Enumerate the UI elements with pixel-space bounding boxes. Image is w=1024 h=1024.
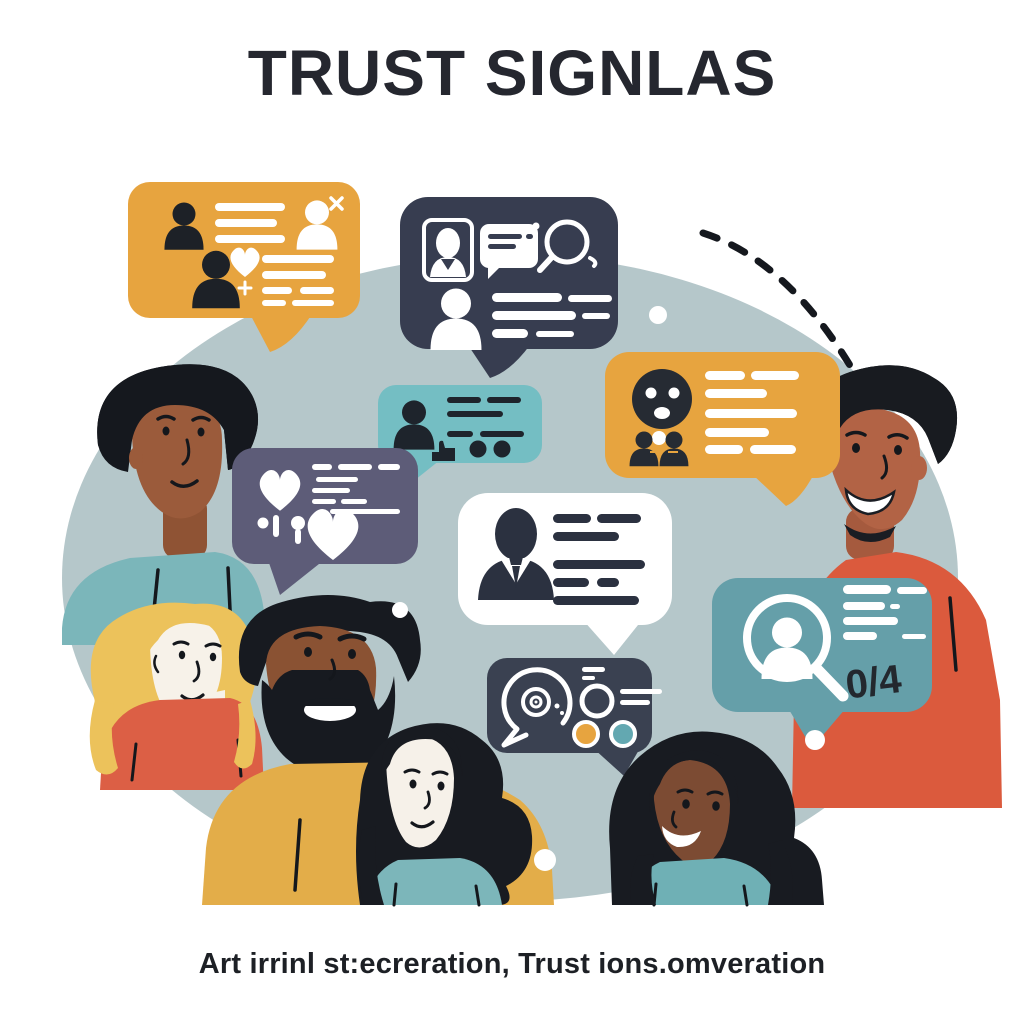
user-x-icon	[296, 196, 344, 250]
businessman-icon	[478, 508, 554, 600]
page-title: TRUST SIGNLAS	[247, 37, 777, 109]
user-heart-icon	[192, 247, 260, 309]
dot	[469, 440, 487, 458]
users-icon	[629, 431, 689, 467]
woman-dark-hair-center	[356, 723, 533, 907]
thumb-icon	[432, 440, 455, 461]
bubble-reaction-yellow	[605, 352, 840, 506]
bubble-user-approve-teal	[378, 385, 542, 492]
decor-dots	[392, 306, 825, 871]
key-icon	[257, 515, 305, 544]
text-lines	[705, 371, 799, 454]
woman-dark-skin-right	[609, 731, 824, 907]
dashed-arc	[699, 229, 866, 390]
orange-dot	[572, 720, 600, 748]
score-badge: 0/4	[843, 657, 904, 708]
dot	[493, 440, 511, 458]
user-magnifier-icon	[743, 594, 849, 702]
text-lines	[447, 397, 524, 437]
text-lines	[492, 293, 612, 338]
surprised-face-icon	[632, 369, 692, 429]
bubble-hearts-purple	[232, 448, 418, 595]
text-lines	[843, 585, 927, 640]
text-lines	[215, 203, 285, 243]
text-lines	[262, 255, 334, 306]
caption-text: Art irrinl st:ecreration, Trust ions.omv…	[198, 948, 826, 980]
text-lines	[312, 464, 400, 514]
bubble-id-card-navy	[400, 197, 618, 378]
id-card-icon	[422, 218, 474, 282]
bubble-profiles-yellow	[128, 182, 360, 352]
text-lines	[553, 514, 645, 605]
woman-blonde-red-shirt	[89, 602, 264, 790]
chat-spiral-icon	[501, 667, 573, 748]
teal-dot	[609, 720, 637, 748]
magnifier-icon	[525, 219, 598, 273]
chat-icon	[480, 224, 538, 279]
circle-outline-icon	[579, 683, 615, 719]
text-lines	[582, 667, 662, 705]
bubble-review-navy	[487, 658, 662, 776]
bubble-search-score-teal: 0/4	[712, 578, 932, 748]
bubble-businessman-white	[458, 493, 672, 655]
